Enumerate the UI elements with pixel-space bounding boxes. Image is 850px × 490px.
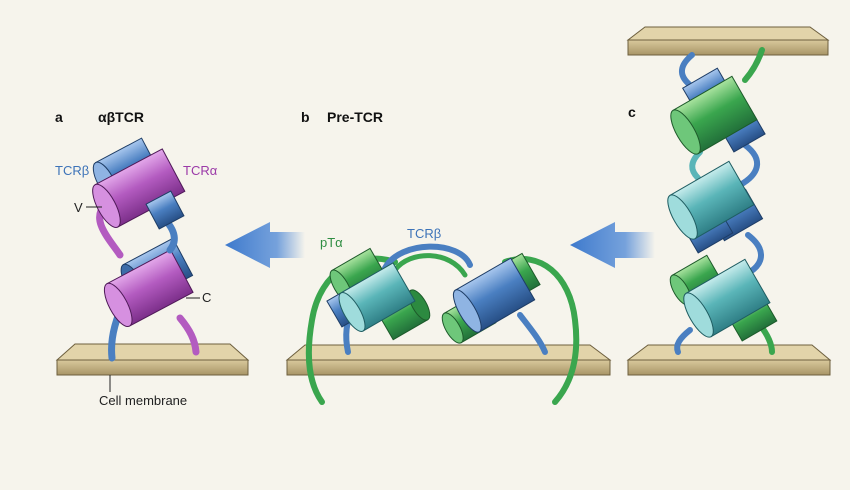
connector-arc-blue <box>382 243 473 271</box>
membrane-c-top <box>626 26 830 56</box>
membrane-a <box>55 343 250 376</box>
tcr-alpha-tail <box>176 314 200 356</box>
panel-b-title: Pre-TCR <box>327 109 383 125</box>
connector-arc-green <box>392 253 468 278</box>
panel-c-letter: c <box>628 104 636 120</box>
label-tcr-beta-b: TCRβ <box>407 226 441 241</box>
tcr-beta-v-lower <box>145 190 185 230</box>
left-arrow-icon <box>225 222 305 268</box>
panel-c: c <box>626 26 832 376</box>
pt-alpha-strand-right <box>502 256 580 405</box>
strand-top-green <box>742 47 765 83</box>
teal-domain-c1 <box>667 160 755 240</box>
panel-a: a αβTCR <box>55 109 250 408</box>
panel-b: b Pre-TCR <box>285 109 612 405</box>
panel-b-letter: b <box>301 109 310 125</box>
teal-domain-c2 <box>683 258 771 338</box>
teal-domain-left <box>338 262 416 332</box>
membrane-b <box>285 344 612 376</box>
membrane-c-bottom <box>626 344 832 376</box>
pt-alpha-domain-left-low <box>375 289 431 341</box>
green-domain-c1 <box>670 75 758 155</box>
strand-top-blue <box>679 52 695 88</box>
panel-a-letter: a <box>55 109 63 125</box>
strand-bottom-blue <box>674 327 693 355</box>
panel-a-title: αβTCR <box>98 109 144 125</box>
left-arrow-icon <box>570 222 655 268</box>
label-cell-membrane: Cell membrane <box>99 393 187 408</box>
strand-low-blue <box>745 232 764 275</box>
label-c-domain: C <box>202 290 211 305</box>
label-pt-alpha: pTα <box>320 235 343 250</box>
tcr-alpha-c-domain <box>103 249 194 328</box>
tcr-beta-domain-right <box>452 257 536 333</box>
label-tcr-beta-a: TCRβ <box>55 163 89 178</box>
label-v-domain: V <box>74 200 83 215</box>
label-tcr-alpha-a: TCRα <box>183 163 218 178</box>
tcr-beta-tail-right <box>517 312 548 355</box>
strand-mid-blue <box>737 142 760 188</box>
strand-mid-teal <box>689 149 703 181</box>
